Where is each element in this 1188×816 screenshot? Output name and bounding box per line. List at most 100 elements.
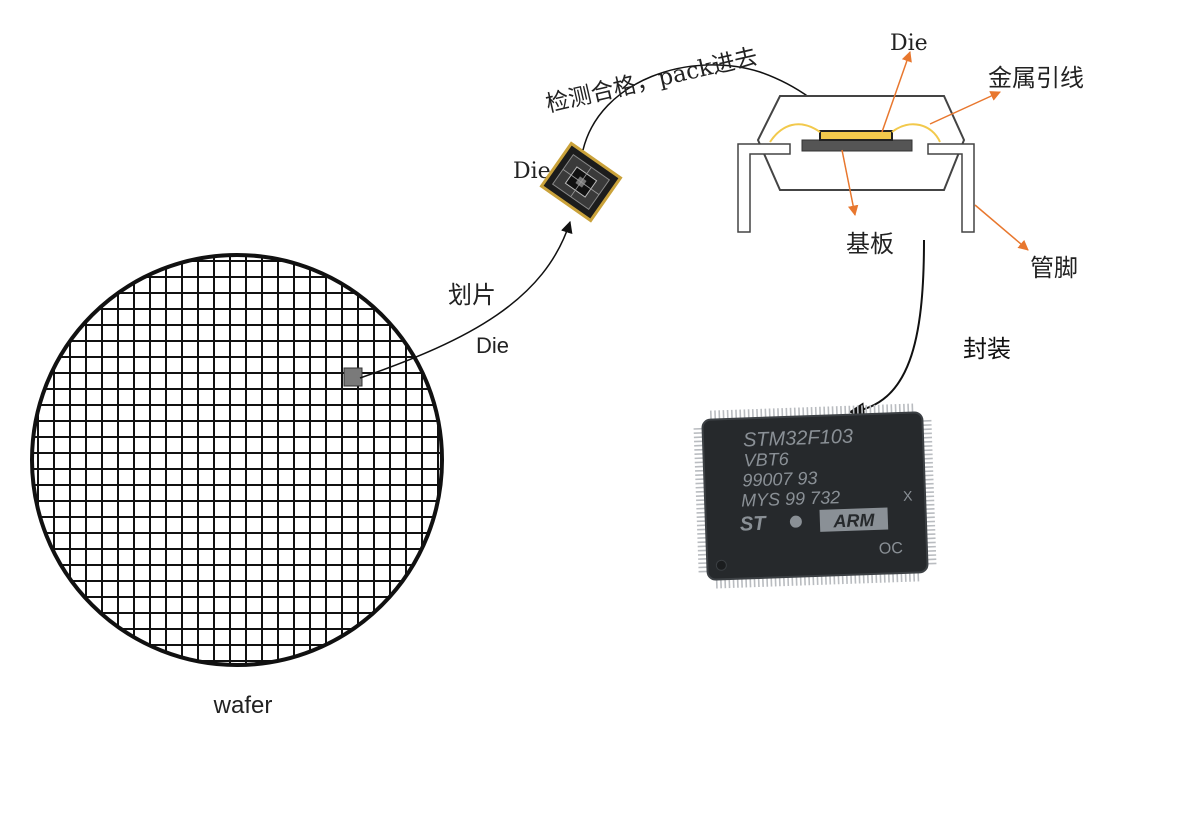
- chip-pin: [896, 573, 899, 583]
- chip-pin: [695, 469, 705, 472]
- chip-pin: [924, 474, 934, 477]
- dicing-arrow: [359, 220, 573, 379]
- packaged-chip: STM32F103 VBT6 99007 93 MYS 99 732 X ST …: [693, 403, 937, 589]
- chip-pin: [924, 478, 934, 481]
- chip-pin: [922, 432, 932, 435]
- chip-pin: [917, 572, 920, 582]
- chip-pin: [720, 579, 722, 589]
- chip-pin: [736, 578, 739, 588]
- chip-pin: [865, 405, 868, 415]
- chip-pin: [696, 511, 706, 514]
- chip-pin: [926, 545, 936, 548]
- chip-pin: [697, 553, 708, 556]
- chip-suffix: X: [903, 488, 914, 504]
- die-label-package: Die: [890, 31, 928, 56]
- bond-wire-right: [891, 123, 941, 143]
- pin1-dot: [715, 559, 727, 571]
- chip-pin: [795, 576, 798, 586]
- chip-pin: [714, 410, 717, 420]
- chip-pin: [693, 436, 703, 439]
- chip-pin: [923, 449, 933, 452]
- chip-pin: [741, 578, 743, 588]
- chip-pin: [774, 577, 777, 587]
- chip-pin: [887, 573, 890, 583]
- chip-pin: [831, 406, 834, 416]
- substrate-label: 基板: [846, 230, 894, 258]
- wafer-outline: [30, 253, 444, 667]
- chip-pin: [925, 495, 935, 498]
- chip-pin: [787, 576, 790, 587]
- chip-pin: [802, 407, 805, 417]
- chip-pin: [924, 470, 934, 473]
- chip-pin: [697, 537, 707, 539]
- chip-pin: [926, 529, 936, 531]
- chip-pin: [871, 574, 874, 584]
- chip-pin: [926, 550, 937, 552]
- chip-pin: [696, 507, 706, 510]
- chip-pin: [806, 407, 809, 417]
- chip-code: OC: [879, 540, 904, 558]
- chip-pin: [760, 408, 763, 418]
- chip-pin: [816, 575, 819, 585]
- chip-pin: [739, 409, 742, 419]
- chip-pin: [799, 576, 802, 586]
- chip-pin: [747, 409, 750, 419]
- chip-pin: [925, 499, 935, 502]
- chip-pin: [907, 403, 910, 413]
- chip-pin: [848, 405, 851, 415]
- chip-pin: [894, 404, 897, 414]
- chip-pin: [697, 532, 707, 535]
- chip-pin: [911, 403, 914, 413]
- chip-pin: [922, 424, 932, 427]
- chip-pin: [913, 572, 916, 582]
- chip-pin: [862, 574, 865, 584]
- chip-pin: [900, 573, 903, 583]
- chip-pin: [923, 457, 933, 460]
- chip-line4: MYS 99 732: [741, 487, 841, 510]
- chip-pin: [923, 436, 933, 439]
- chip-pin: [768, 408, 771, 418]
- chip-pin: [695, 495, 705, 497]
- chip-pin: [903, 403, 905, 413]
- chip-pin: [735, 409, 738, 419]
- chip-line1: STM32F103: [743, 426, 854, 452]
- chip-pin: [908, 572, 911, 582]
- diced-die: [539, 141, 623, 223]
- chip-pin: [922, 419, 932, 422]
- chip-pin: [927, 558, 937, 561]
- chip-pin: [695, 486, 705, 489]
- chip-pin: [926, 533, 936, 536]
- chip-pin: [762, 577, 764, 587]
- chip-pin: [695, 478, 705, 481]
- chip-pin: [696, 520, 706, 523]
- chip-pin: [715, 579, 718, 589]
- chip-pin: [722, 410, 725, 420]
- bond-wire-left: [769, 123, 821, 143]
- chip-pin: [866, 574, 869, 584]
- metal-wire-label: 金属引线: [988, 64, 1084, 92]
- chip-pin: [869, 404, 872, 415]
- chip-pin: [923, 453, 933, 456]
- chip-pin: [882, 404, 884, 414]
- left-lead-frame: [737, 143, 791, 233]
- chip-pin: [749, 578, 752, 588]
- chip-pin: [766, 577, 769, 587]
- selected-die: [343, 367, 363, 387]
- package-die: [819, 130, 893, 141]
- chip-pin: [694, 461, 704, 464]
- package-cross-section: [737, 95, 975, 233]
- chip-pin: [804, 576, 806, 586]
- wafer-label: wafer: [213, 692, 273, 719]
- chip-pin: [698, 558, 708, 560]
- chip-pin: [696, 524, 706, 527]
- substrate-pointer: [841, 149, 859, 217]
- test-pack-label: 检测合格，pack进去: [544, 44, 761, 118]
- chip-pin: [923, 461, 933, 464]
- chip-pin: [924, 491, 934, 494]
- chip-pin: [812, 576, 815, 586]
- chip-pin: [696, 503, 706, 506]
- chip-pin: [697, 528, 707, 531]
- chip-pin: [904, 572, 907, 582]
